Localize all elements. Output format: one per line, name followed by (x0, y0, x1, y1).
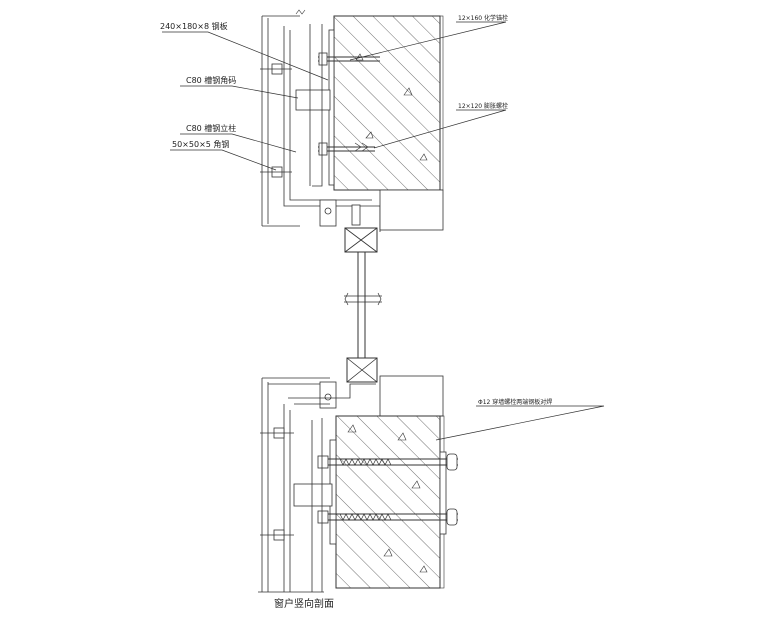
leader-lines (162, 21, 605, 441)
c80-bracket-label: C80 槽钢角码 (186, 76, 237, 85)
lower-outer-plate (439, 451, 447, 535)
chemical-anchor-label: 12×160 化学锚栓 (458, 15, 509, 22)
c80-column-label: C80 槽钢立柱 (186, 124, 237, 133)
angle-steel-label: 50×50×5 角钢 (172, 140, 230, 149)
lower-bracket (293, 483, 333, 507)
lower-concrete-wall (335, 415, 441, 589)
expansion-bolt-label: 12×120 膨胀螺栓 (458, 103, 509, 110)
upper-concrete-wall (333, 15, 441, 191)
upper-wall-detail (260, 9, 444, 253)
drawing-title: 窗户竖向剖面 (274, 599, 334, 610)
upper-bracket (295, 89, 331, 111)
steel-plate-label: 240×180×8 钢板 (160, 22, 228, 31)
lower-wall-detail (258, 357, 458, 593)
through-bolt-label: Φ12 穿墙螺栓两端钢板对焊 (478, 399, 553, 406)
glass-mullion (344, 252, 382, 358)
